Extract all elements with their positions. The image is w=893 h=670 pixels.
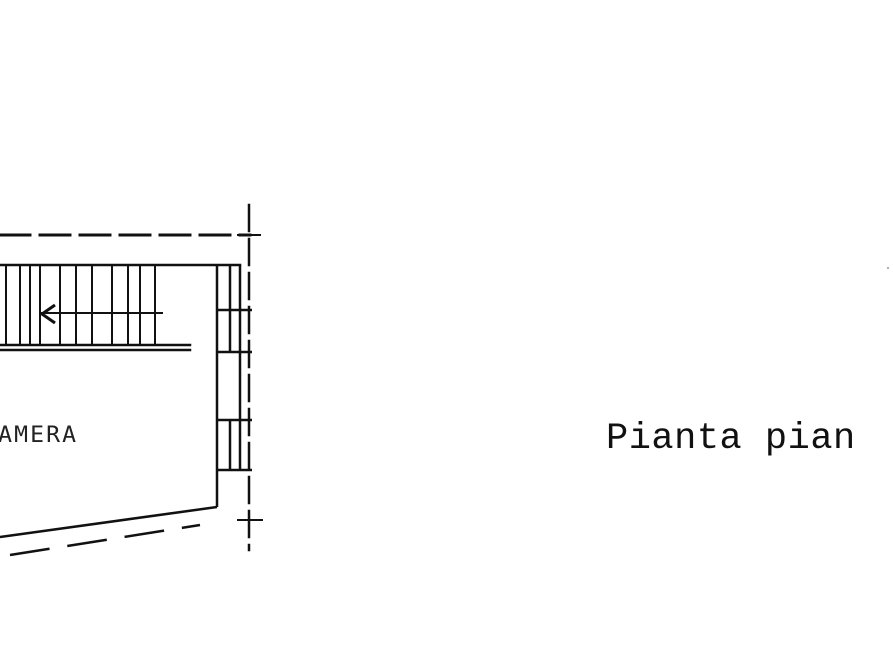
drawing-caption: Pianta pian <box>606 418 856 460</box>
dashed-outline-bottom <box>9 523 201 557</box>
room-label: AMERA <box>0 423 79 448</box>
speck <box>887 267 889 269</box>
wall-bottom-slanted <box>0 505 218 539</box>
stair-direction-arrow <box>39 303 56 325</box>
